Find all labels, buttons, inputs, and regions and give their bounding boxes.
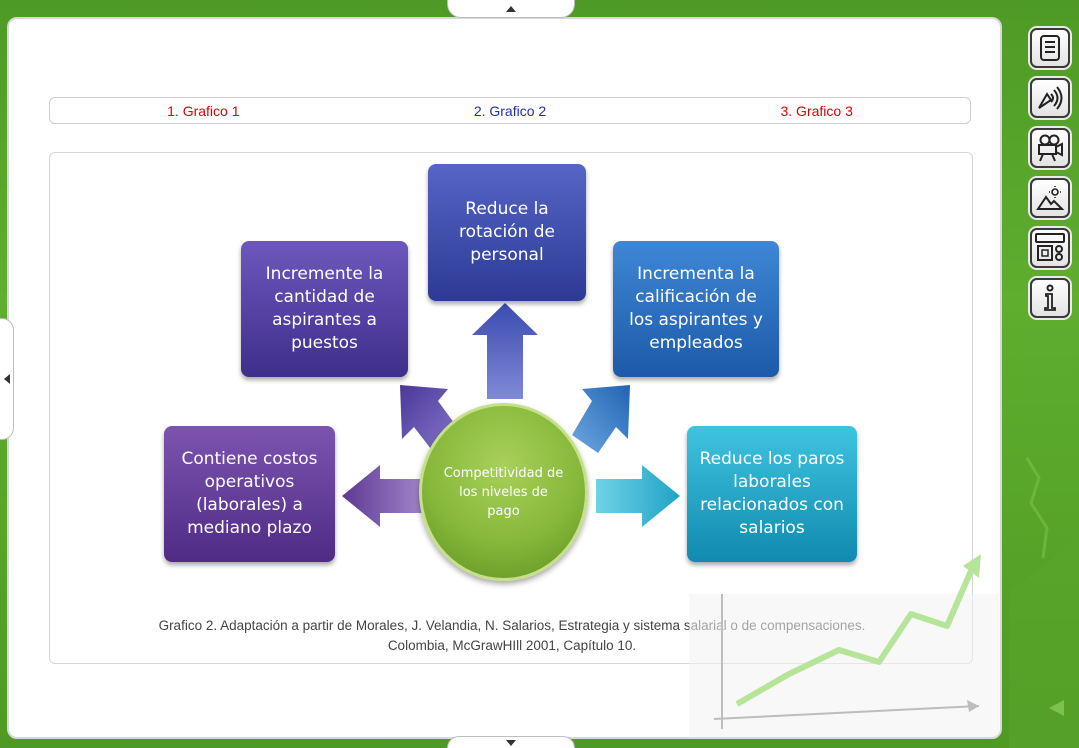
page-up-tab[interactable]: [447, 0, 575, 18]
diagram-area: Reduce la rotación de personal Increment…: [49, 152, 973, 664]
tab-grafico-2[interactable]: 2. Grafico 2: [473, 102, 547, 119]
video-button[interactable]: [1030, 128, 1070, 168]
page-down-tab[interactable]: [447, 736, 575, 748]
audio-icon: [1038, 86, 1063, 110]
audio-button[interactable]: [1030, 78, 1070, 118]
arrow-left-shape: [342, 465, 422, 527]
diagram-box-top-left: Incremente la cantidad de aspirantes a p…: [241, 241, 408, 377]
diagram-box-top: Reduce la rotación de personal: [428, 164, 586, 301]
diagram-caption: Grafico 2. Adaptación a partir de Morale…: [50, 616, 974, 656]
image-icon: [1036, 186, 1065, 210]
document-button[interactable]: [1030, 28, 1070, 68]
arrow-up-icon: [506, 5, 516, 12]
arrow-up-right-shape: [572, 385, 630, 453]
diagram-box-top-right: Incrementa la calificación de los aspira…: [613, 241, 779, 377]
background-decoration: [1009, 457, 1079, 748]
arrow-down-icon: [506, 739, 516, 746]
diagram-arrows: [342, 303, 680, 527]
right-toolbar: [1030, 28, 1074, 328]
caption-line-1: Grafico 2. Adaptación a partir de Morale…: [158, 618, 866, 633]
document-icon: [1040, 35, 1060, 61]
diagram-box-left: Contiene costos operativos (laborales) a…: [164, 426, 335, 562]
info-button[interactable]: [1030, 278, 1070, 318]
side-panel-toggle[interactable]: [0, 318, 14, 440]
decorative-growth-chart-image: [689, 554, 999, 737]
tab-grafico-1[interactable]: 1. Grafico 1: [167, 102, 240, 119]
tab-grafico-3[interactable]: 3. Grafico 3: [780, 102, 853, 119]
arrow-up-shape: [472, 303, 538, 399]
arrow-right-shape: [596, 465, 680, 527]
interactive-icon: [1035, 233, 1065, 261]
diagram-center-circle: Competitividad de los niveles de pago: [419, 403, 588, 581]
diagram-box-right: Reduce los paros laborales relacionados …: [687, 426, 857, 562]
graphic-tabs: 1. Grafico 1 2. Grafico 2 3. Grafico 3: [49, 97, 971, 124]
arrow-left-icon: [3, 374, 10, 384]
info-icon: [1044, 284, 1056, 311]
caption-line-2: Colombia, McGrawHIll 2001, Capítulo 10.: [387, 638, 637, 653]
video-camera-icon: [1038, 134, 1063, 162]
content-panel: 1. Grafico 1 2. Grafico 2 3. Grafico 3: [7, 17, 1002, 739]
interactive-button[interactable]: [1030, 228, 1070, 268]
image-button[interactable]: [1030, 178, 1070, 218]
